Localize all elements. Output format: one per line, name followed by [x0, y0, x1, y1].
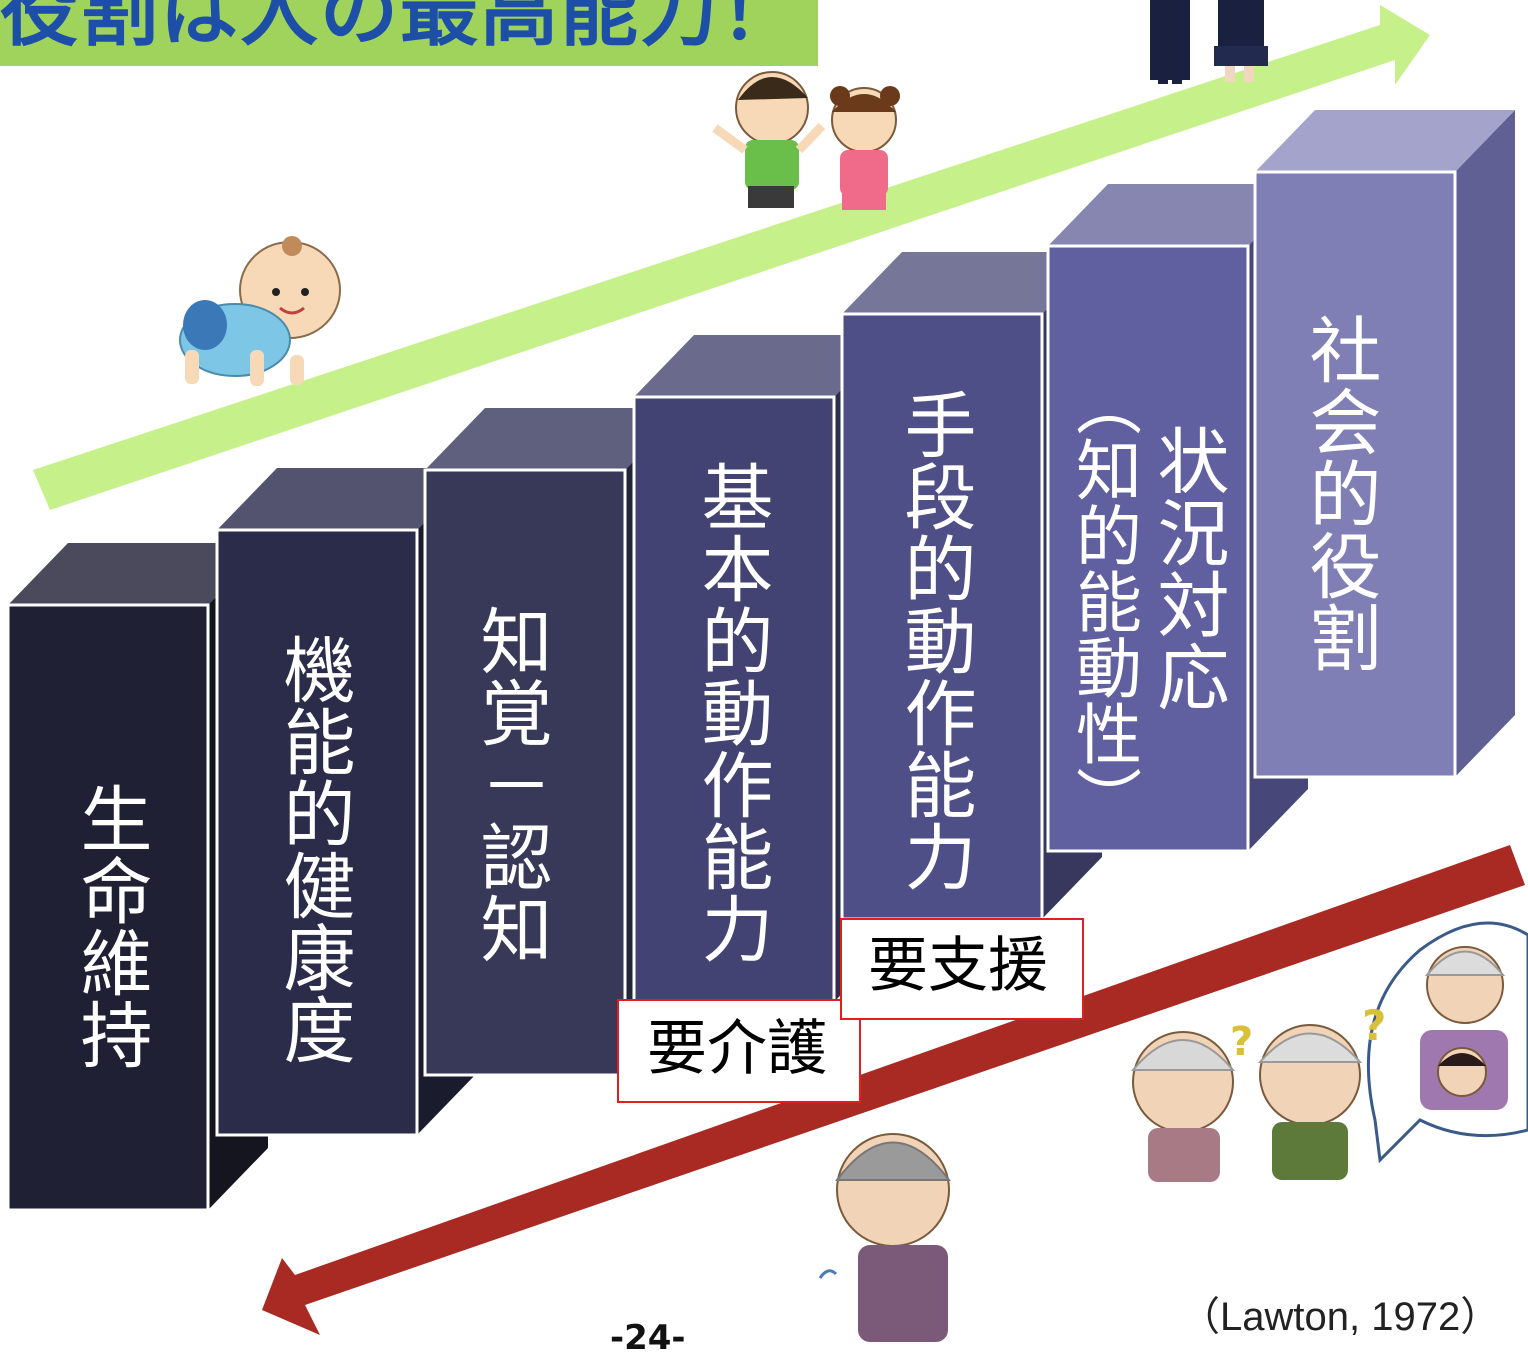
- level-block-top-face: [425, 408, 685, 470]
- citation: （Lawton, 1972）: [1180, 1295, 1501, 1339]
- care-needed-label: 要介護: [617, 999, 861, 1103]
- level-block-front-face: [632, 395, 836, 1004]
- two-elderly-puzzled-illustration: ?: [1130, 1019, 1363, 1182]
- level-label-instrumental-activities: 手段的動作能力: [892, 388, 976, 892]
- level-block-top-face: [842, 252, 1102, 314]
- level-block-top-face: [634, 335, 894, 397]
- svg-text:?: ?: [1230, 1019, 1253, 1065]
- level-block-top-face: [8, 543, 268, 605]
- level-label-situational-response: 状況対応: [1145, 424, 1229, 712]
- level-block-top-face: [1048, 184, 1308, 246]
- level-sublabel-intellectual-activity: （知的能動性）: [1065, 370, 1142, 832]
- support-needed-label: 要支援: [840, 918, 1084, 1020]
- decline-arrow: [262, 845, 1525, 1335]
- level-block-top-face: [1255, 110, 1515, 172]
- two-students-illustration: [1150, 0, 1268, 84]
- level-block-front-face: [423, 468, 627, 1077]
- two-children-illustration: [712, 71, 900, 210]
- level-block-front-face: [215, 528, 419, 1137]
- support-needed-text: 要支援: [868, 931, 1048, 1001]
- growth-arrow: [33, 5, 1430, 510]
- elderly-woman-coughing-illustration: [818, 1133, 951, 1342]
- level-block-front-face: [1253, 170, 1457, 779]
- level-block-front-face: [6, 603, 210, 1212]
- level-label-social-role: 社会的役割: [1297, 313, 1381, 673]
- level-block-front-face: [1046, 244, 1250, 853]
- level-label-functional-health: 機能的健康度: [271, 633, 355, 1065]
- title-banner: 役割は人の最高能力！: [0, 0, 818, 66]
- care-needed-text: 要介護: [647, 1014, 827, 1084]
- level-block-front-face: [840, 312, 1044, 921]
- level-block-side-face: [1455, 110, 1515, 777]
- crawling-baby-illustration: [179, 236, 341, 386]
- page-number: -24-: [610, 1318, 686, 1358]
- level-label-basic-activities: 基本的動作能力: [689, 460, 773, 964]
- svg-text:?: ?: [1362, 1001, 1386, 1050]
- elderly-with-grandchild-bubble: ?: [1362, 921, 1528, 1164]
- level-label-life-maintenance: 生命維持: [68, 782, 152, 1070]
- page-title: 役割は人の最高能力！: [0, 0, 801, 57]
- level-label-perception-cognition: 知覚－認知: [468, 604, 552, 964]
- level-block-top-face: [217, 468, 477, 530]
- level-block-7: [1253, 110, 1515, 779]
